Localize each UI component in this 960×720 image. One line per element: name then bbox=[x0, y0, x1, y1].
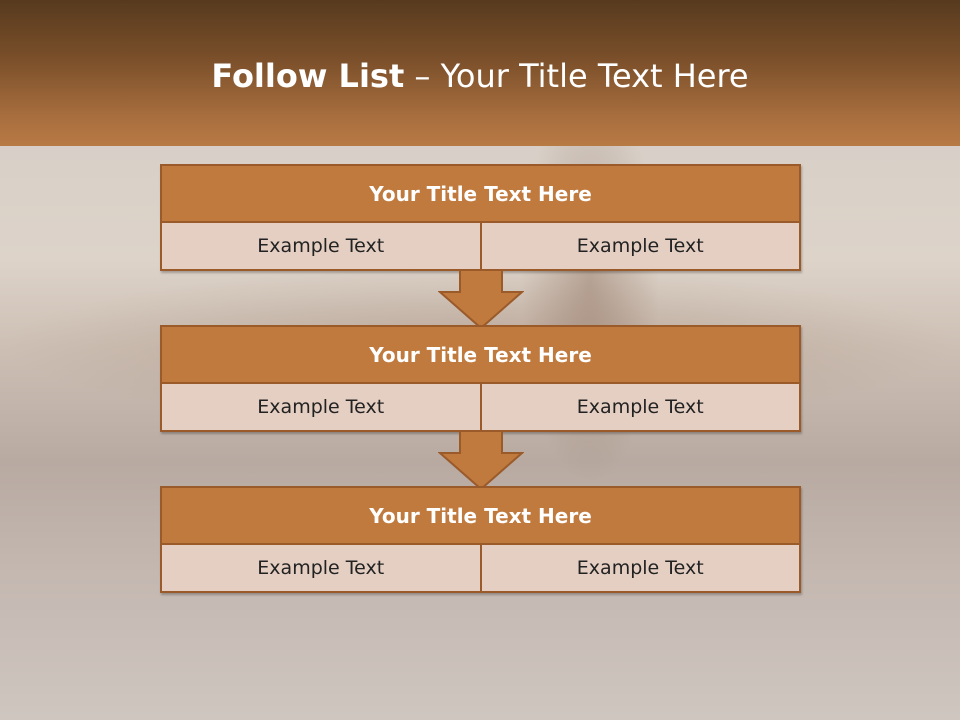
slide-title-bold: Follow List bbox=[211, 57, 405, 95]
step-card-3: Your Title Text Here Example Text Exampl… bbox=[160, 486, 801, 593]
slide-title-rest: – Your Title Text Here bbox=[404, 57, 749, 95]
down-arrow-icon bbox=[438, 270, 524, 330]
step-card-1: Your Title Text Here Example Text Exampl… bbox=[160, 164, 801, 271]
step-title: Your Title Text Here bbox=[162, 166, 799, 223]
down-arrow-icon bbox=[438, 431, 524, 491]
step-cell-right: Example Text bbox=[479, 384, 800, 430]
step-cell-left: Example Text bbox=[257, 396, 385, 418]
step-cell-right: Example Text bbox=[479, 223, 800, 269]
step-row: Example Text Example Text bbox=[162, 384, 799, 430]
step-cell-left: Example Text bbox=[257, 235, 385, 257]
step-row: Example Text Example Text bbox=[162, 545, 799, 591]
step-title: Your Title Text Here bbox=[162, 488, 799, 545]
step-cell-right: Example Text bbox=[479, 545, 800, 591]
slide-title: Follow List – Your Title Text Here bbox=[0, 56, 960, 96]
step-card-2: Your Title Text Here Example Text Exampl… bbox=[160, 325, 801, 432]
step-title: Your Title Text Here bbox=[162, 327, 799, 384]
title-banner bbox=[0, 0, 960, 146]
step-row: Example Text Example Text bbox=[162, 223, 799, 269]
step-cell-left: Example Text bbox=[257, 557, 385, 579]
